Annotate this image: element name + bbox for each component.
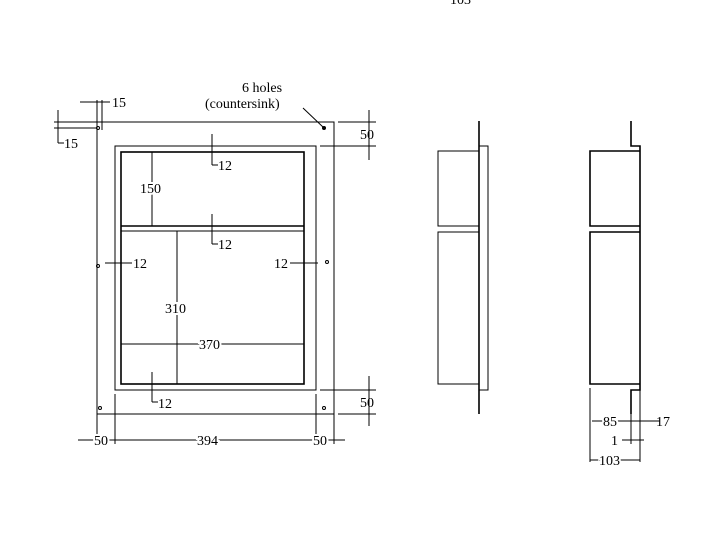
dim-103: 103 [599,454,620,469]
holes-note: 6 holes [242,81,282,96]
dim-12-right: 12 [274,257,288,272]
holes-note-2: (countersink) [205,97,280,112]
hole-icons [96,126,329,410]
front-view: 6 holes (countersink) 15 15 50 12 150 12… [54,81,376,451]
dim-15-y: 15 [64,137,78,152]
dim-394: 394 [197,434,218,449]
side-view [437,121,489,414]
dim-1: 1 [611,434,618,449]
dim-50-right: 50 [313,434,327,449]
dim-12-bottom: 12 [158,397,172,412]
dim-50-left: 50 [94,434,108,449]
dim-12-shelf: 12 [218,238,232,253]
dim-370: 370 [199,338,220,353]
dim-310: 310 [165,302,186,317]
dim-85: 85 [603,415,617,430]
dim-150: 150 [140,182,161,197]
dim-17: 17 [656,415,670,430]
dim-50-top: 50 [360,128,374,143]
dim-12-upper: 12 [218,159,232,174]
niche-outline [114,145,317,391]
dim-15-x: 15 [112,96,126,111]
dim-50-bottom: 50 [360,396,374,411]
section-view: 85 17 1 103 [589,121,670,471]
outer-plate [96,121,335,415]
dim-12-left: 12 [133,257,147,272]
top-cut-dim: 103 [450,0,471,8]
